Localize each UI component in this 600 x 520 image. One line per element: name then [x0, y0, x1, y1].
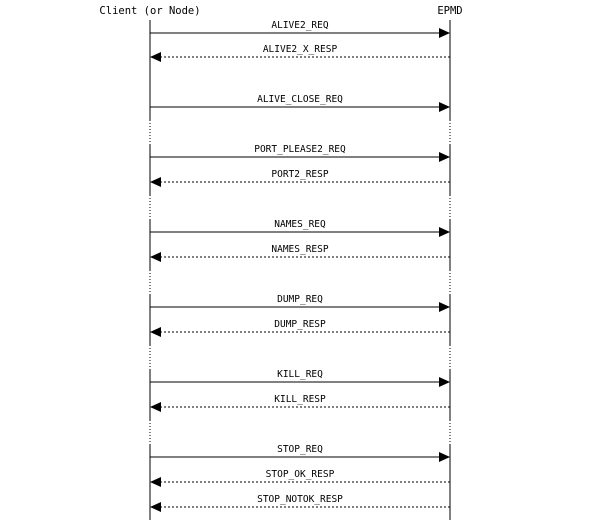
message-label: PORT2_RESP	[271, 169, 328, 180]
message-label: NAMES_RESP	[271, 244, 328, 255]
message-5: NAMES_REQ	[150, 219, 450, 237]
message-label: DUMP_RESP	[274, 319, 326, 330]
message-3: PORT_PLEASE2_REQ	[150, 144, 450, 162]
message-11: STOP_REQ	[150, 444, 450, 462]
message-10: KILL_RESP	[150, 394, 450, 412]
message-label: KILL_REQ	[277, 369, 323, 380]
participant-epmd-label: EPMD	[437, 5, 462, 17]
arrowhead-left-icon	[150, 177, 161, 187]
messages: ALIVE2_REQ ALIVE2_X_RESP ALIVE_CLOSE_REQ PO…	[150, 20, 450, 512]
message-label: STOP_OK_RESP	[266, 469, 335, 480]
message-label: STOP_REQ	[277, 444, 323, 455]
message-7: DUMP_REQ	[150, 294, 450, 312]
arrowhead-right-icon	[439, 452, 450, 462]
arrowhead-right-icon	[439, 377, 450, 387]
message-13: STOP_NOTOK_RESP	[150, 494, 450, 512]
message-4: PORT2_RESP	[150, 169, 450, 187]
message-0: ALIVE2_REQ	[150, 20, 450, 38]
message-2: ALIVE_CLOSE_REQ	[150, 94, 450, 112]
arrowhead-left-icon	[150, 327, 161, 337]
message-1: ALIVE2_X_RESP	[150, 44, 450, 62]
message-6: NAMES_RESP	[150, 244, 450, 262]
lifelines	[148, 20, 452, 520]
message-12: STOP_OK_RESP	[150, 469, 450, 487]
arrowhead-left-icon	[150, 477, 161, 487]
arrowhead-left-icon	[150, 402, 161, 412]
participant-client-label: Client (or Node)	[99, 5, 200, 17]
arrowhead-left-icon	[150, 252, 161, 262]
arrowhead-left-icon	[150, 502, 161, 512]
message-label: STOP_NOTOK_RESP	[257, 494, 343, 505]
message-label: PORT_PLEASE2_REQ	[254, 144, 346, 155]
arrowhead-right-icon	[439, 152, 450, 162]
message-label: ALIVE2_REQ	[271, 20, 328, 31]
message-8: DUMP_RESP	[150, 319, 450, 337]
message-label: ALIVE2_X_RESP	[263, 44, 338, 55]
message-label: ALIVE_CLOSE_REQ	[257, 94, 343, 105]
arrowhead-right-icon	[439, 227, 450, 237]
arrowhead-right-icon	[439, 302, 450, 312]
message-label: NAMES_REQ	[274, 219, 326, 230]
arrowhead-right-icon	[439, 28, 450, 38]
arrowhead-left-icon	[150, 52, 161, 62]
message-9: KILL_REQ	[150, 369, 450, 387]
arrowhead-right-icon	[439, 102, 450, 112]
message-label: KILL_RESP	[274, 394, 326, 405]
message-label: DUMP_REQ	[277, 294, 323, 305]
